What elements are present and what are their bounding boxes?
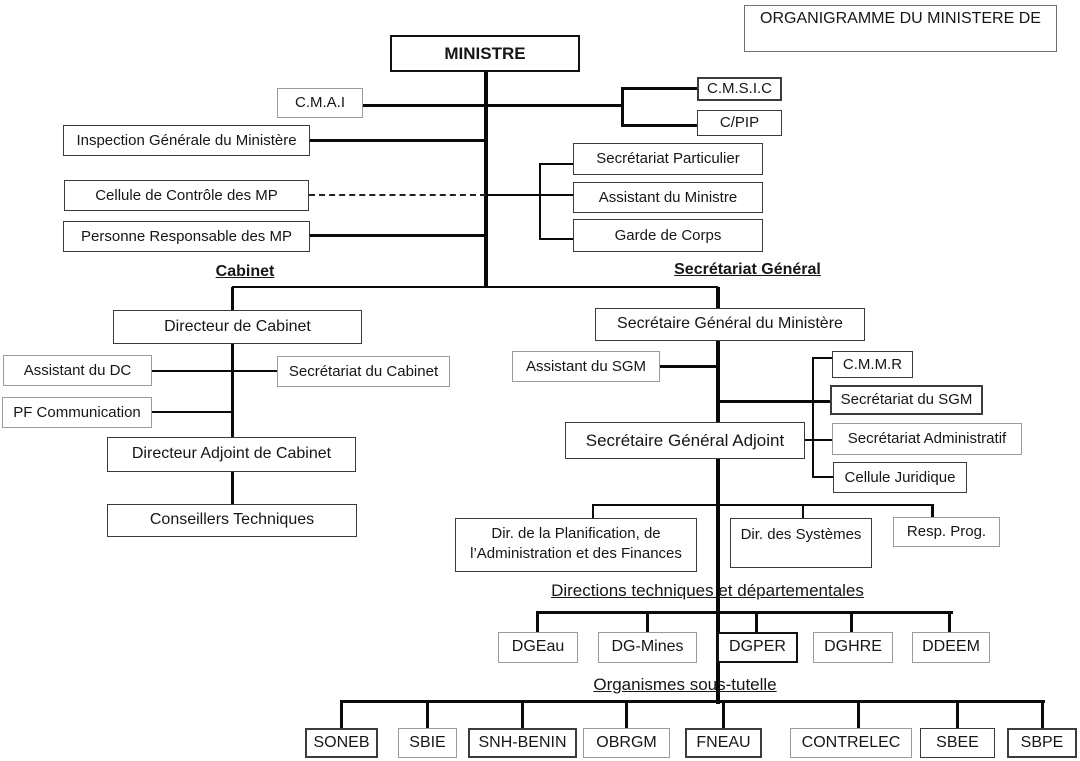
connector-line xyxy=(536,611,539,632)
node-contrelec: CONTRELEC xyxy=(790,728,912,758)
connector-line xyxy=(646,611,649,632)
node-cmai: C.M.A.I xyxy=(277,88,363,118)
node-dir-systemes: Dir. des Systèmes xyxy=(730,518,872,568)
node-secretariat-sgm: Secrétariat du SGM xyxy=(830,385,983,415)
node-secretaire-general-adjoint: Secrétaire Général Adjoint xyxy=(565,422,805,459)
node-sbie: SBIE xyxy=(398,728,457,758)
connector-line xyxy=(857,700,860,728)
node-sbpe: SBPE xyxy=(1007,728,1077,758)
node-inspection-generale: Inspection Générale du Ministère xyxy=(63,125,310,156)
connector-line-split xyxy=(232,286,718,288)
connector-line xyxy=(718,400,830,403)
node-secretaire-general-ministere: Secrétaire Général du Ministère xyxy=(595,308,865,341)
connector-line xyxy=(539,163,573,165)
node-secretariat-cabinet: Secrétariat du Cabinet xyxy=(277,356,450,387)
node-conseillers-techniques: Conseillers Techniques xyxy=(107,504,357,537)
connector-line xyxy=(812,476,833,478)
node-dghre: DGHRE xyxy=(813,632,893,663)
node-cpip: C/PIP xyxy=(697,110,782,136)
connector-line xyxy=(340,700,1045,703)
node-label-line1: Dir. de la Planification, de xyxy=(491,525,661,542)
connector-line xyxy=(805,439,832,441)
connector-line-ministre-trunk xyxy=(484,71,488,288)
connector-line xyxy=(956,700,959,728)
node-dir-planification-admin-finances: Dir. de la Planification, de l’Administr… xyxy=(455,518,697,572)
node-pf-communication: PF Communication xyxy=(2,397,152,428)
node-ddeem: DDEEM xyxy=(912,632,990,663)
node-snh-benin: SNH-BENIN xyxy=(468,728,577,758)
node-cmsic: C.M.S.I.C xyxy=(697,77,782,101)
connector-line xyxy=(539,194,573,196)
node-assistant-ministre: Assistant du Ministre xyxy=(573,182,763,213)
connector-line xyxy=(152,370,233,372)
node-assistant-dc: Assistant du DC xyxy=(3,355,152,386)
node-soneb: SONEB xyxy=(305,728,378,758)
connector-line xyxy=(931,504,934,517)
connector-line xyxy=(812,357,832,359)
node-cellule-controle-mp: Cellule de Contrôle des MP xyxy=(64,180,309,211)
connector-line xyxy=(426,700,429,728)
heading-organismes: Organismes sous-tutelle xyxy=(593,675,777,694)
connector-line xyxy=(231,472,234,505)
connector-line xyxy=(621,124,697,127)
connector-line xyxy=(537,611,953,614)
node-dgper: DGPER xyxy=(717,632,798,663)
connector-line xyxy=(592,504,594,518)
connector-line xyxy=(231,344,234,438)
connector-line xyxy=(521,700,524,728)
node-ministre: MINISTRE xyxy=(390,35,580,72)
node-dg-mines: DG-Mines xyxy=(598,632,697,663)
node-cmmr: C.M.M.R xyxy=(832,351,913,378)
connector-line xyxy=(660,365,718,368)
connector-line xyxy=(621,87,697,90)
chart-title: ORGANIGRAMME DU MINISTERE DE xyxy=(744,5,1057,52)
connector-line-sg-trunk xyxy=(716,341,720,422)
node-secretariat-administratif: Secrétariat Administratif xyxy=(832,423,1022,455)
node-fneau: FNEAU xyxy=(685,728,762,758)
dashed-connector-line xyxy=(309,194,486,196)
connector-line xyxy=(625,700,628,728)
connector-line xyxy=(593,504,933,506)
connector-line xyxy=(850,611,853,632)
node-obrgm: OBRGM xyxy=(583,728,670,758)
connector-line xyxy=(310,234,486,237)
connector-line xyxy=(310,139,486,142)
heading-directions-techniques: Directions techniques et départementales xyxy=(551,581,864,600)
connector-line xyxy=(621,87,624,127)
connector-line xyxy=(152,411,233,413)
node-directeur-adjoint-cabinet: Directeur Adjoint de Cabinet xyxy=(107,437,356,472)
heading-cabinet: Cabinet xyxy=(215,263,275,280)
connector-line xyxy=(802,504,804,518)
heading-secretariat-general: Secrétariat Général xyxy=(674,261,821,278)
connector-line xyxy=(539,238,573,240)
node-dgeau: DGEau xyxy=(498,632,578,663)
node-assistant-sgm: Assistant du SGM xyxy=(512,351,660,382)
connector-line xyxy=(233,370,277,372)
connector-line xyxy=(1041,700,1044,728)
connector-line-sg-trunk xyxy=(716,287,720,308)
node-resp-prog: Resp. Prog. xyxy=(893,517,1000,547)
connector-line xyxy=(722,700,725,728)
node-secretariat-particulier: Secrétariat Particulier xyxy=(573,143,763,175)
connector-line-sg-trunk xyxy=(716,458,720,704)
connector-line xyxy=(340,700,343,728)
node-personne-responsable-mp: Personne Responsable des MP xyxy=(63,221,310,252)
node-sbee: SBEE xyxy=(920,728,995,758)
node-label-line2: l’Administration et des Finances xyxy=(470,545,682,562)
connector-line xyxy=(812,357,814,478)
connector-line xyxy=(231,287,234,311)
connector-line xyxy=(486,194,540,196)
connector-line xyxy=(755,611,758,632)
connector-line xyxy=(539,163,541,240)
node-cellule-juridique: Cellule Juridique xyxy=(833,462,967,493)
node-garde-de-corps: Garde de Corps xyxy=(573,219,763,252)
node-directeur-cabinet: Directeur de Cabinet xyxy=(113,310,362,344)
connector-line xyxy=(363,104,623,107)
connector-line xyxy=(948,611,951,632)
